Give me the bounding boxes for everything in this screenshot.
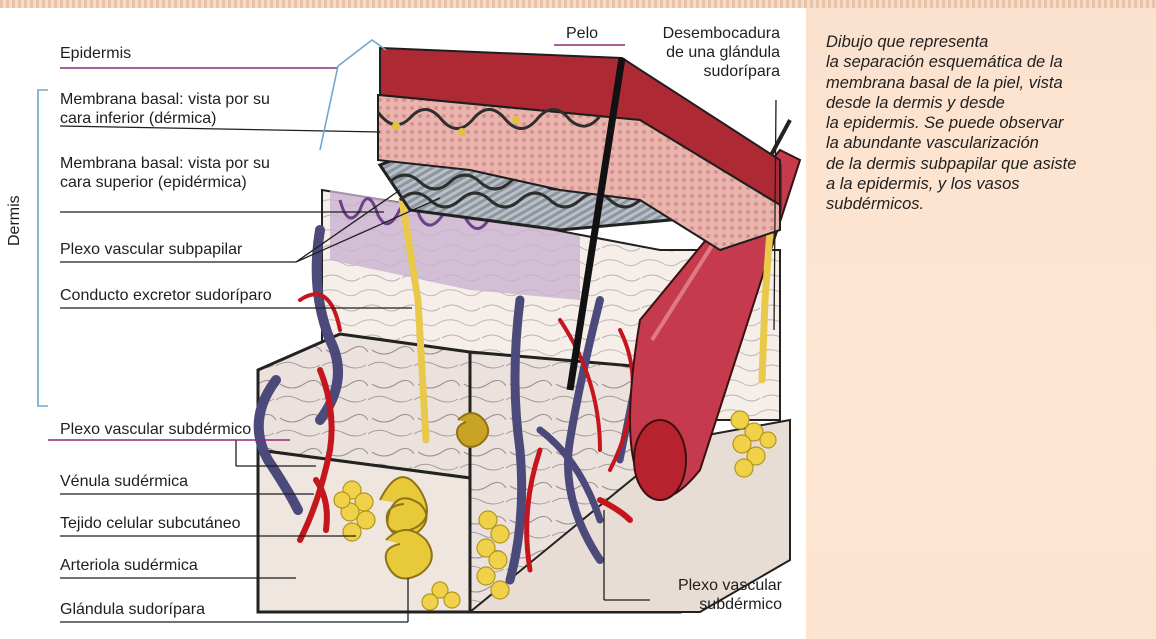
- label-pelo: Pelo: [566, 24, 598, 43]
- caption-line: la abundante vascularización: [826, 133, 1152, 153]
- caption-line: a la epidermis, y los vasos: [826, 174, 1152, 194]
- label-plexo-subdermico-right-line1: Plexo vascular: [660, 576, 782, 595]
- hair-bulb: [634, 420, 686, 500]
- label-desembocadura-line3: sudorípara: [640, 62, 780, 81]
- label-membrana-inferior-line1: Membrana basal: vista por su: [60, 90, 270, 109]
- label-plexo-subdermico-right: Plexo vascular subdérmico: [660, 576, 782, 614]
- label-membrana-superior-line1: Membrana basal: vista por su: [60, 154, 270, 173]
- label-arteriola: Arteriola sudérmica: [60, 556, 198, 575]
- label-glandula: Glándula sudorípara: [60, 600, 205, 619]
- caption-line: la separación esquemática de la: [826, 52, 1152, 72]
- caption-line: Dibujo que representa: [826, 32, 1152, 52]
- label-epidermis: Epidermis: [60, 44, 131, 63]
- label-tejido: Tejido celular subcutáneo: [60, 514, 241, 533]
- caption-line: de la dermis subpapilar que asiste: [826, 154, 1152, 174]
- label-membrana-inferior: Membrana basal: vista por su cara inferi…: [60, 90, 270, 128]
- caption-line: la epidermis. Se puede observar: [826, 113, 1152, 133]
- caption-line: subdérmicos.: [826, 194, 1152, 214]
- caption-line: membrana basal de la piel, vista: [826, 73, 1152, 93]
- label-membrana-inferior-line2: cara inferior (dérmica): [60, 109, 270, 128]
- label-desembocadura: Desembocadura de una glándula sudorípara: [640, 24, 780, 81]
- label-membrana-superior-line2: cara superior (epidérmica): [60, 173, 270, 192]
- label-desembocadura-line1: Desembocadura: [640, 24, 780, 43]
- label-plexo-subdermico-right-line2: subdérmico: [660, 595, 782, 614]
- caption-line: desde la dermis y desde: [826, 93, 1152, 113]
- caption-text: Dibujo que representa la separación esqu…: [826, 32, 1152, 215]
- label-dermis: Dermis: [6, 195, 24, 246]
- label-conducto-excretor: Conducto excretor sudoríparo: [60, 286, 272, 305]
- label-membrana-superior: Membrana basal: vista por su cara superi…: [60, 154, 270, 192]
- label-desembocadura-line2: de una glándula: [640, 43, 780, 62]
- label-venula: Vénula sudérmica: [60, 472, 188, 491]
- caption-panel: Dibujo que representa la separación esqu…: [806, 8, 1156, 639]
- label-plexo-subpapilar: Plexo vascular subpapilar: [60, 240, 242, 259]
- label-plexo-subdermico-left: Plexo vascular subdérmico: [60, 420, 251, 439]
